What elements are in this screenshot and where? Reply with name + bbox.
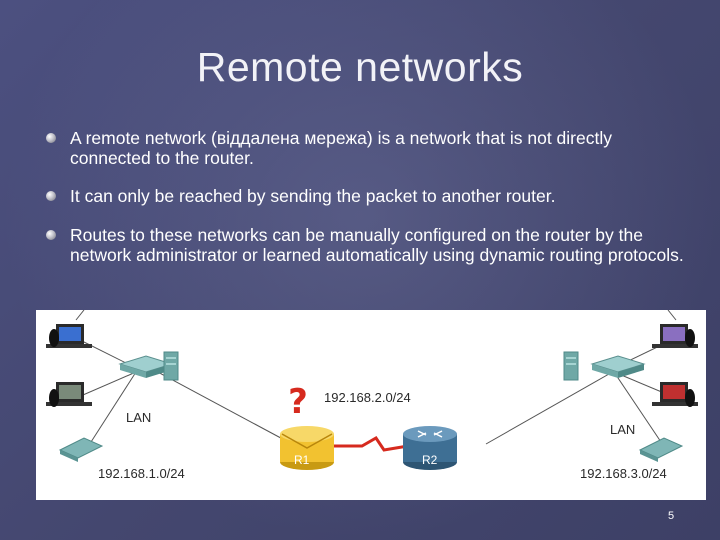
bullet-item: Routes to these networks can be manually…: [46, 225, 686, 265]
bullet-dot-icon: [46, 191, 56, 201]
switch-right-icon: [590, 355, 646, 378]
ip-phone-right-icon: [638, 437, 684, 462]
question-mark-icon: ?: [288, 382, 308, 422]
workstation-left-bottom-icon: [46, 382, 92, 407]
workstation-right-bottom-icon: [652, 382, 698, 407]
server-right-icon: [563, 351, 579, 381]
server-left-icon: [163, 351, 179, 381]
network-diagram: ? LAN LAN 192.168.1.0/24 192.168.2.0/24 …: [36, 310, 706, 500]
bullet-text: It can only be reached by sending the pa…: [70, 186, 556, 206]
workstation-left-top-icon: [46, 324, 92, 348]
ip-phone-left-icon: [58, 437, 104, 462]
slide-title: Remote networks: [196, 44, 524, 90]
router-r2-label: R2: [422, 453, 438, 467]
router-r2-icon: [403, 426, 457, 470]
page-number: 5: [668, 510, 675, 522]
serial-link: [330, 436, 409, 452]
network-right-address: 192.168.3.0/24: [580, 466, 667, 481]
bullet-dot-icon: [46, 230, 56, 240]
network-middle-address: 192.168.2.0/24: [324, 390, 411, 405]
topology-svg: [46, 310, 698, 470]
bullet-dot-icon: [46, 133, 56, 143]
bullet-item: A remote network (віддалена мережа) is a…: [46, 128, 686, 168]
router-r1-icon: [280, 426, 334, 470]
bullet-text: A remote network (віддалена мережа) is a…: [70, 128, 612, 168]
bullet-list: A remote network (віддалена мережа) is a…: [46, 128, 686, 265]
bullet-text: Routes to these networks can be manually…: [70, 225, 684, 265]
network-left-address: 192.168.1.0/24: [98, 466, 185, 481]
lan-left-label: LAN: [126, 410, 152, 425]
lan-right-label: LAN: [610, 422, 636, 437]
router-r1-label: R1: [294, 453, 310, 467]
bullet-item: It can only be reached by sending the pa…: [46, 186, 686, 206]
workstation-right-top-icon: [652, 324, 698, 348]
